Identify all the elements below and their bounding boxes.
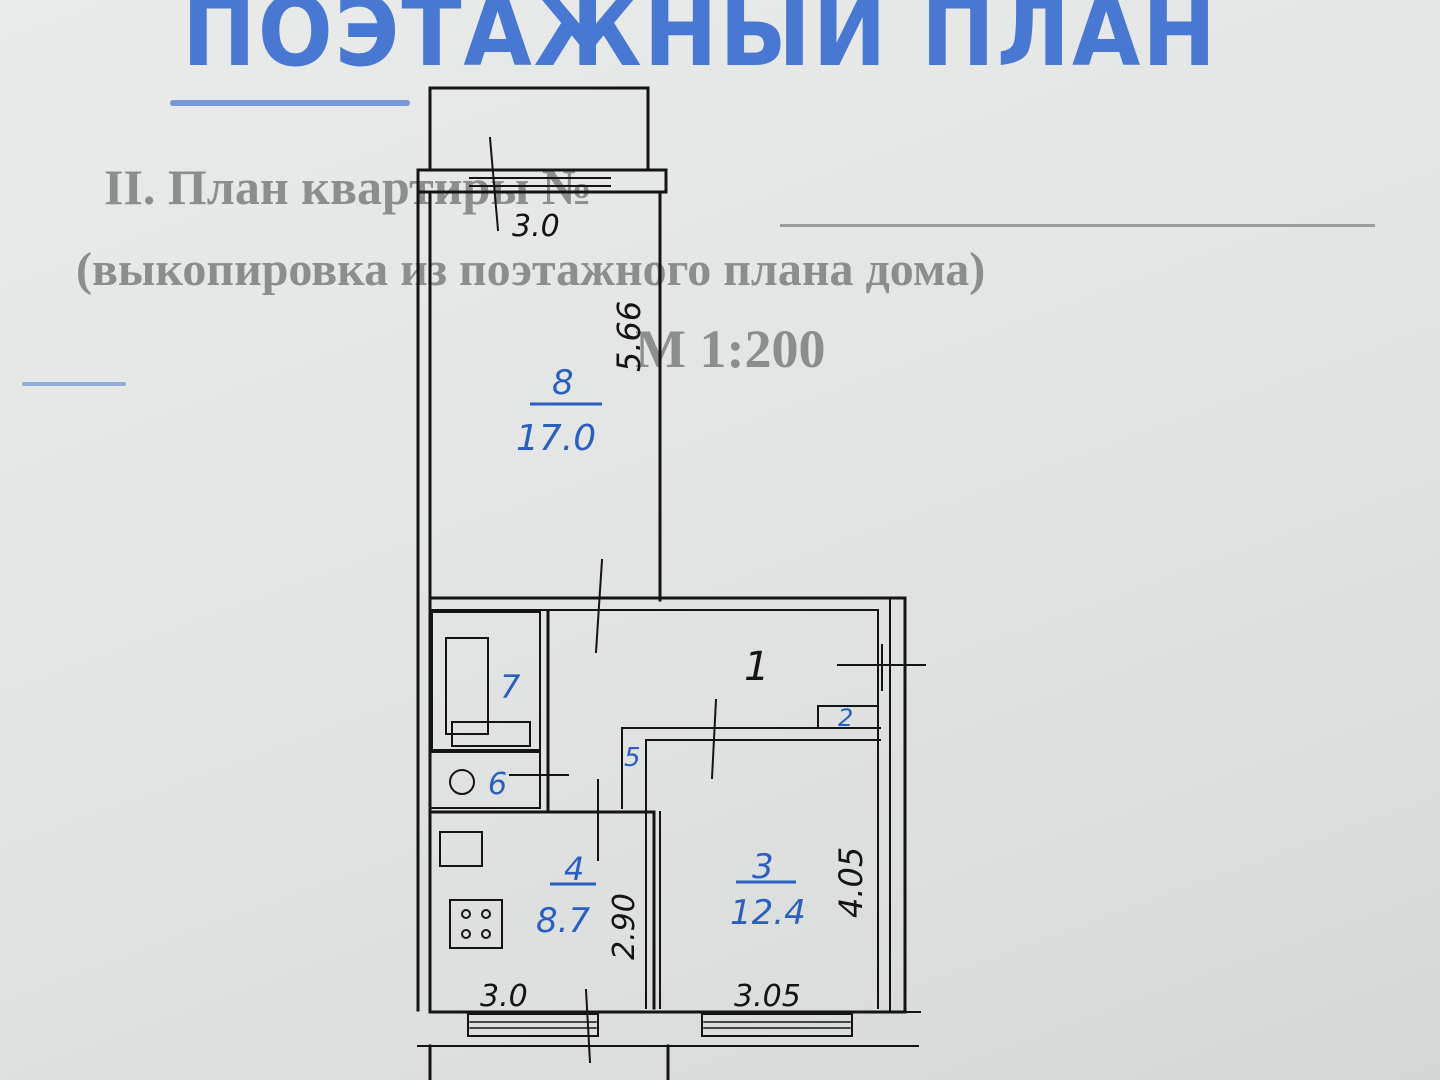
- dimension-room3-depth: 4.05: [832, 847, 870, 918]
- kitchen-window: [467, 1013, 599, 1037]
- room-4-number: 4: [564, 850, 584, 888]
- stamp-title: ПОЭТАЖНЫЙ ПЛАН: [182, 0, 1218, 88]
- room-3-window: [701, 1013, 853, 1037]
- form-subheading: (выкопировка из поэтажного плана дома): [76, 243, 986, 296]
- room-7-outline: [431, 611, 541, 751]
- dimension-room3-width: 3.05: [734, 979, 801, 1014]
- stove: [449, 899, 503, 949]
- dimension-balcony-width: 3.0: [512, 209, 560, 244]
- scale-label: М 1:200: [635, 319, 826, 379]
- room-1-number: 1: [744, 644, 769, 690]
- apartment-number-line: [780, 224, 1375, 227]
- dimension-room8-length: 5.66: [610, 301, 648, 372]
- room-6-number: 6: [488, 767, 507, 802]
- balcony-outline: [428, 86, 650, 170]
- room-6-outline: [431, 751, 541, 809]
- main-block-outline: [428, 596, 907, 1014]
- stamp-underline: [170, 100, 410, 106]
- room-4-outline: [430, 810, 656, 1010]
- room-5-number: 5: [624, 743, 641, 773]
- bathtub: [445, 637, 489, 735]
- room-8-number: 8: [552, 363, 574, 403]
- room-3-number: 3: [752, 847, 774, 887]
- room-8-outline: [428, 190, 662, 600]
- room-2-outline: [817, 705, 879, 729]
- dimension-kitchen-depth: 2.90: [607, 893, 642, 960]
- stamp-mark: [22, 382, 126, 386]
- toilet: [449, 769, 475, 795]
- sink: [439, 831, 483, 867]
- room-2-number: 2: [838, 704, 853, 732]
- room-4-area: 8.7: [536, 901, 590, 941]
- room-5-outline: [621, 727, 647, 1009]
- room-8-area: 17.0: [516, 418, 596, 459]
- dimension-kitchen-width: 3.0: [480, 979, 528, 1014]
- balcony-door-window: [416, 168, 668, 194]
- room-7-number: 7: [500, 668, 521, 706]
- room-3-area: 12.4: [730, 893, 806, 933]
